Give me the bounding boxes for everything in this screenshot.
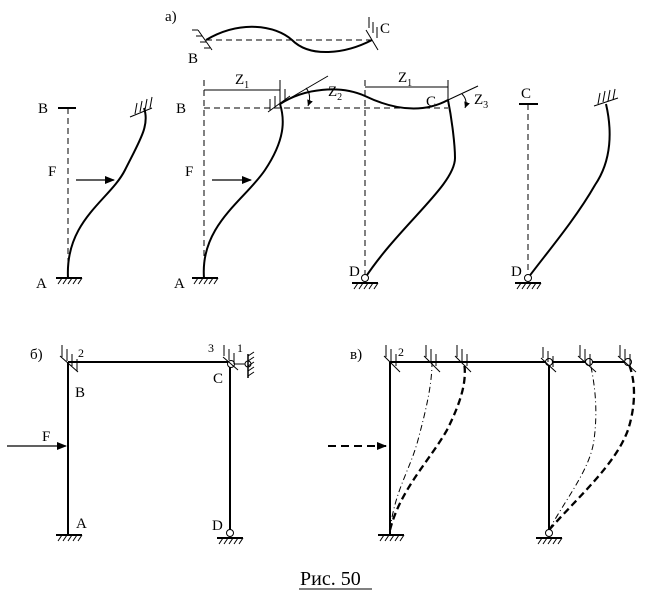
rotation-arc-Z3 bbox=[461, 93, 470, 109]
node-label-B: B bbox=[188, 51, 198, 67]
clamp-support-icon bbox=[192, 29, 213, 51]
column-deflected-curve bbox=[364, 99, 457, 279]
force-label-F: F bbox=[42, 429, 50, 445]
node-label-B: B bbox=[176, 101, 186, 117]
figure-caption: Рис. 50 bbox=[300, 568, 361, 590]
constraint-number-2: 2 bbox=[398, 345, 404, 359]
clamp-support-icon bbox=[129, 96, 153, 118]
rotation-arc-Z2 bbox=[305, 87, 313, 107]
hinge-support-icon bbox=[352, 274, 379, 290]
beam-deflected-curve bbox=[279, 88, 449, 110]
node-label-D: D bbox=[212, 518, 223, 534]
node-label-D: D bbox=[349, 264, 360, 280]
force-label-F: F bbox=[48, 164, 56, 180]
deflected-shape-thick bbox=[388, 361, 466, 531]
rotation-label-Z3: Z3 bbox=[474, 92, 488, 111]
hinge-support-icon bbox=[217, 529, 244, 545]
node-label-B: B bbox=[75, 385, 85, 401]
node-label-A: A bbox=[76, 516, 87, 532]
node-label-D: D bbox=[511, 264, 522, 280]
joint-constraint-icon bbox=[540, 345, 637, 373]
panel-label-b: б) bbox=[30, 347, 43, 363]
node-label-B: B bbox=[38, 101, 48, 117]
constraint-number-2: 2 bbox=[78, 346, 84, 360]
left-column-diagram: B F A bbox=[36, 96, 153, 292]
force-label-F: F bbox=[185, 164, 193, 180]
panel-b-frame: б) 2 B 3 1 C F A bbox=[7, 341, 255, 545]
fixed-support-icon bbox=[56, 534, 83, 542]
panel-label-a: а) bbox=[165, 9, 177, 25]
column-deflected-curve bbox=[66, 107, 147, 279]
node-label-C: C bbox=[426, 94, 436, 110]
panel-v-frame: в) 2 bbox=[328, 345, 637, 545]
hinge-support-icon bbox=[515, 274, 542, 290]
deflected-shape-thin bbox=[389, 361, 433, 531]
deflected-shape-thin bbox=[548, 361, 597, 531]
node-label-C: C bbox=[521, 86, 531, 102]
middle-frame-diagram: B Z1 Z1 Z2 Z3 C F bbox=[174, 70, 488, 292]
panel-a-beam: а) B C bbox=[165, 9, 390, 67]
rotation-line-Z2 bbox=[279, 75, 329, 105]
clamp-support-icon bbox=[423, 345, 441, 373]
column-deflected-curve bbox=[202, 103, 284, 279]
constraint-number-3: 3 bbox=[208, 341, 214, 355]
hinge-support-icon bbox=[536, 529, 563, 545]
rotation-line-Z3 bbox=[447, 85, 479, 101]
node-label-A: A bbox=[36, 276, 47, 292]
clamp-support-icon bbox=[454, 345, 472, 373]
node-label-C: C bbox=[380, 21, 390, 37]
node-label-A: A bbox=[174, 276, 185, 292]
fixed-support-icon bbox=[192, 277, 219, 285]
rotation-label-Z2: Z2 bbox=[328, 84, 342, 103]
node-label-C: C bbox=[213, 371, 223, 387]
displacement-label-Z1: Z1 bbox=[398, 70, 412, 89]
constraint-number-1: 1 bbox=[237, 341, 243, 355]
fixed-support-icon bbox=[56, 277, 83, 285]
panel-label-v: в) bbox=[350, 347, 362, 363]
joint-constraint-icon bbox=[222, 345, 255, 378]
deflected-shape-thick bbox=[548, 361, 636, 531]
beam-deflected-curve bbox=[205, 25, 373, 53]
clamp-support-icon bbox=[593, 88, 619, 107]
column-deflected-curve bbox=[527, 103, 611, 279]
clamp-support-icon bbox=[365, 17, 379, 51]
displacement-label-Z1: Z1 bbox=[235, 72, 249, 91]
clamp-support-icon bbox=[267, 89, 291, 113]
clamp-support-icon bbox=[59, 345, 79, 373]
fixed-support-icon bbox=[378, 534, 405, 542]
right-column-diagram: C D bbox=[511, 86, 619, 290]
clamp-support-icon bbox=[383, 345, 401, 373]
